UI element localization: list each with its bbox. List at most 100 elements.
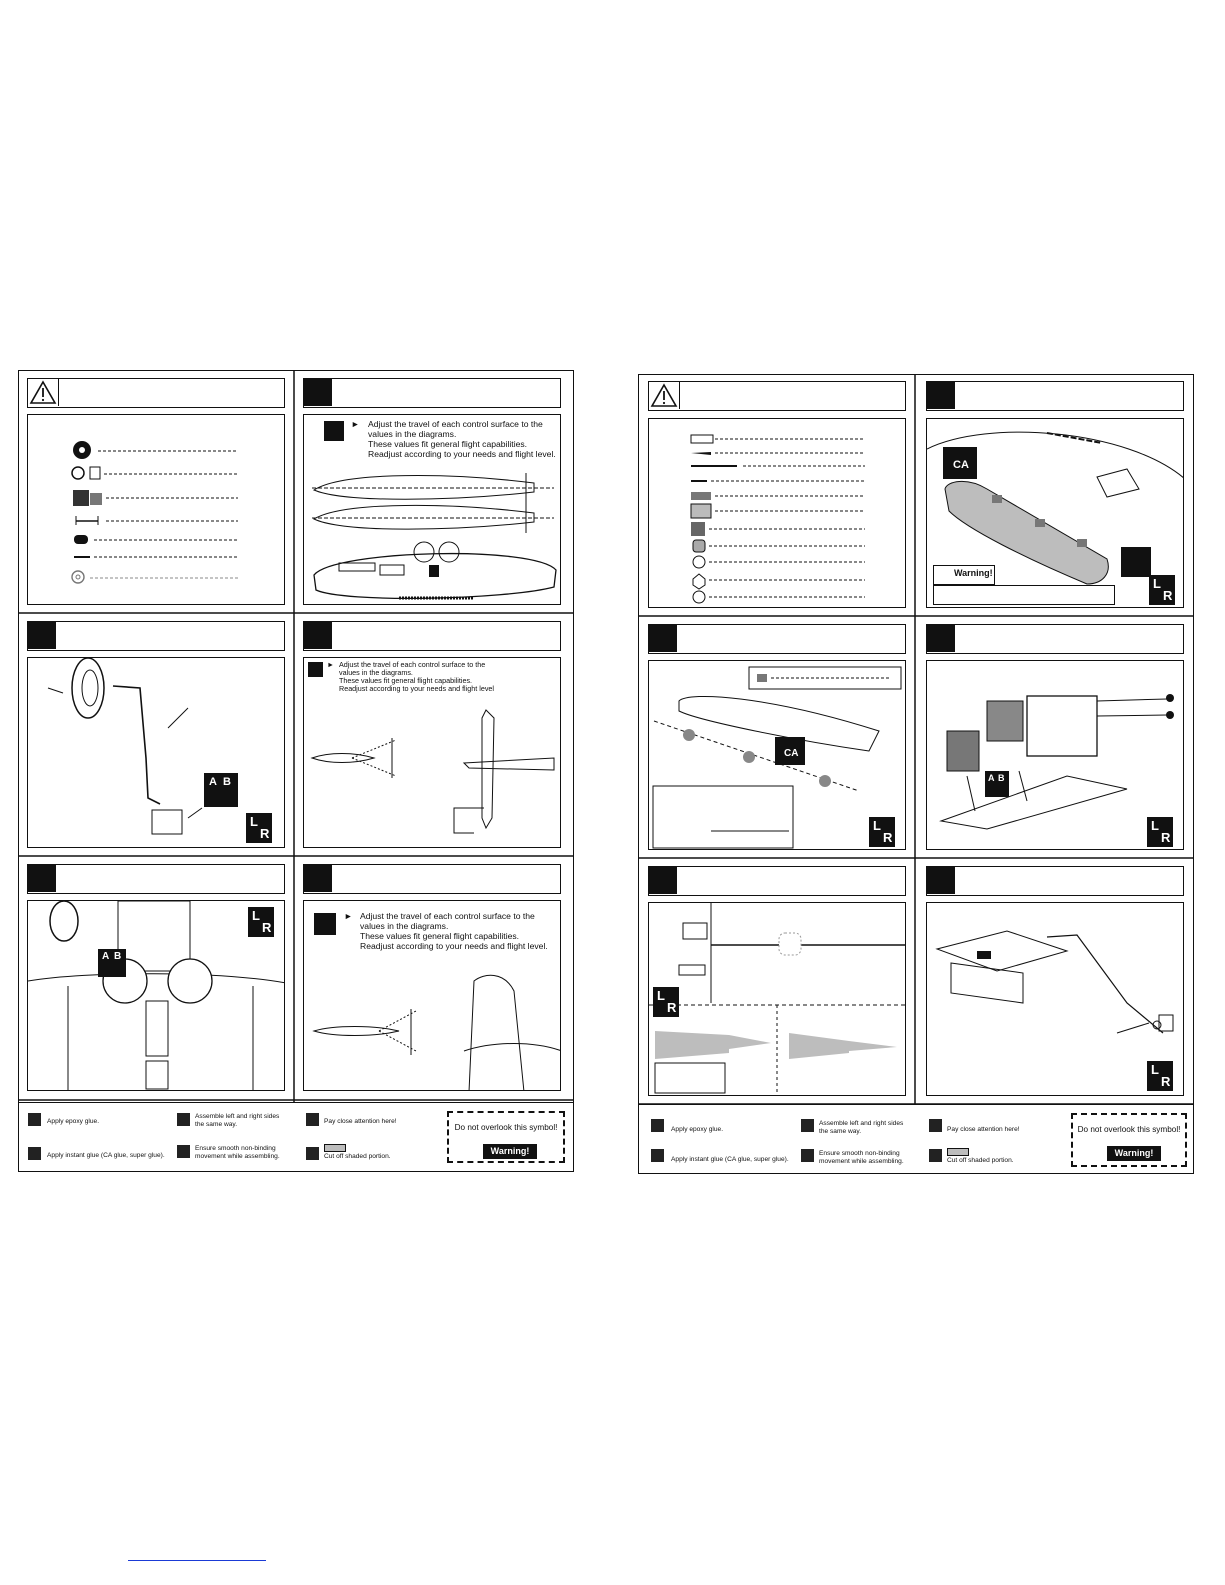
- elevator-drawing: [310, 709, 555, 834]
- parts-list-right-drawing: [690, 434, 865, 604]
- step-header-control-travel: [303, 378, 561, 408]
- left-right-icon: L R: [246, 813, 272, 843]
- ca-glue-icon: [28, 1147, 41, 1160]
- linkage-panel: L R: [926, 902, 1184, 1096]
- epoxy-ab-icon: [28, 1113, 41, 1126]
- parts-list-drawing: [71, 441, 240, 584]
- step-header-cut: [648, 866, 906, 896]
- rudder-note-arrow: ►: [344, 911, 353, 921]
- epoxy-ab-icon: A B: [98, 949, 126, 977]
- shaded-swatch: [324, 1144, 346, 1152]
- shaded-swatch: [947, 1148, 969, 1156]
- pointing-hand-icon: [306, 1113, 319, 1126]
- step-number-badge: [28, 865, 56, 892]
- cut-shaded-icon: [306, 1147, 319, 1160]
- landing-gear-drawing: [47, 658, 203, 835]
- left-right-icon: [177, 1113, 190, 1126]
- control-travel-panel: ► Adjust the travel of each control surf…: [303, 414, 561, 605]
- legend-attention: Pay close attention here!: [324, 1118, 397, 1125]
- elevator-note-line4: Readjust according to your needs and fli…: [339, 684, 495, 693]
- control-note-line1: Adjust the travel of each control surfac…: [368, 419, 543, 429]
- warning-label: Warning!: [1107, 1146, 1161, 1161]
- step-number-badge: [927, 382, 955, 409]
- symbol-legend-left: Apply epoxy glue. Apply instant glue (CA…: [18, 1102, 574, 1172]
- step-number-badge: [649, 625, 677, 652]
- left-right-icon: L R: [869, 817, 895, 847]
- step-header-rudder-travel: [303, 864, 561, 894]
- legend-ca: Apply instant glue (CA glue, super glue)…: [671, 1156, 789, 1163]
- gear-install-drawing: [28, 901, 284, 1090]
- left-right-icon: L R: [653, 987, 679, 1017]
- legend-lr-line2: the same way.: [195, 1121, 238, 1128]
- ca-glue-icon: CA: [775, 737, 805, 765]
- dont-overlook-text: Do not overlook this symbol!: [1077, 1125, 1181, 1134]
- linkage-drawing: [935, 930, 1174, 1034]
- hinge-warning-badge: Warning!: [933, 565, 995, 585]
- legend-cut: Cut off shaded portion.: [947, 1157, 1014, 1164]
- step-header-linkage: [926, 866, 1184, 896]
- servo-drawing: [939, 694, 1174, 830]
- left-right-icon: L R: [1149, 575, 1175, 605]
- ca-glue-icon: [651, 1149, 664, 1162]
- parts-list-panel-right: [648, 418, 906, 608]
- left-right-icon: L R: [248, 907, 274, 937]
- legend-lr-line1: Assemble left and right sides: [195, 1113, 280, 1120]
- pointing-hand-icon: [308, 662, 323, 677]
- smooth-movement-icon: [1121, 547, 1151, 577]
- rudder-note-line2: values in the diagrams.: [360, 921, 449, 931]
- dont-overlook-text: Do not overlook this symbol!: [454, 1123, 558, 1132]
- elevator-note-line3: These values fit general flight capabili…: [339, 676, 473, 685]
- control-note-line3: These values fit general flight capabili…: [368, 439, 528, 449]
- legend-ca: Apply instant glue (CA glue, super glue)…: [47, 1152, 165, 1159]
- elevator-note-line2: values in the diagrams.: [339, 668, 413, 677]
- smooth-movement-icon: [801, 1149, 814, 1162]
- legend-epoxy: Apply epoxy glue.: [671, 1126, 724, 1133]
- left-right-icon: L R: [1147, 1061, 1173, 1091]
- parts-header-right: [648, 381, 906, 411]
- hinge-drawing: [927, 431, 1183, 585]
- landing-gear-panel: A B L R: [27, 657, 285, 848]
- pointing-hand-icon: [929, 1119, 942, 1132]
- rudder-note-line1: Adjust the travel of each control surfac…: [360, 911, 535, 921]
- elevator-travel-panel: ► Adjust the travel of each control surf…: [303, 657, 561, 848]
- pointing-hand-icon: [324, 421, 344, 441]
- hinge-warning-note-box: [933, 585, 1115, 605]
- warning-triangle-icon: [28, 379, 59, 406]
- step-number-badge: [927, 867, 955, 894]
- legend-smooth-line2: movement while assembling.: [819, 1158, 904, 1165]
- pointing-hand-icon: [314, 913, 336, 935]
- rudder-drawing: [312, 974, 560, 1090]
- cut-panel: L R: [648, 902, 906, 1096]
- step-number-badge: [28, 622, 56, 649]
- legend-lr-line1: Assemble left and right sides: [819, 1120, 904, 1127]
- link-underline[interactable]: [128, 1560, 266, 1561]
- step-number-badge: [304, 622, 332, 649]
- step-number-badge: [304, 865, 332, 892]
- legend-cut: Cut off shaded portion.: [324, 1153, 391, 1160]
- step-header-hinge: [926, 381, 1184, 411]
- step-header-servo: [926, 624, 1184, 654]
- epoxy-ab-icon: [651, 1119, 664, 1132]
- legend-epoxy: Apply epoxy glue.: [47, 1118, 100, 1125]
- hinge-panel: CA Warning! L R: [926, 418, 1184, 608]
- ca-glue-icon: CA: [943, 447, 977, 479]
- step-header-landing-gear: [27, 621, 285, 651]
- dont-overlook-box-right: Do not overlook this symbol! Warning!: [1071, 1113, 1187, 1167]
- step-header-elevator-travel: [303, 621, 561, 651]
- rudder-travel-panel: ► Adjust the travel of each control surf…: [303, 900, 561, 1091]
- legend-smooth-line2: movement while assembling.: [195, 1153, 280, 1160]
- warning-label: Warning!: [483, 1144, 537, 1159]
- legend-lr-line2: the same way.: [819, 1128, 862, 1135]
- epoxy-ab-icon: A B: [204, 773, 238, 807]
- step-header-gear-install: [27, 864, 285, 894]
- step-number-badge: [649, 867, 677, 894]
- stab-hinge-panel: CA L R: [648, 660, 906, 850]
- cut-drawing: [649, 903, 905, 1095]
- step-number-badge: [304, 379, 332, 406]
- parts-list-panel: [27, 414, 285, 605]
- servo-panel: A B L R: [926, 660, 1184, 850]
- rudder-note-line3: These values fit general flight capabili…: [360, 931, 520, 941]
- epoxy-ab-icon: A B: [985, 771, 1009, 797]
- gear-install-panel: A B L R: [27, 900, 285, 1091]
- left-right-icon: L R: [1147, 817, 1173, 847]
